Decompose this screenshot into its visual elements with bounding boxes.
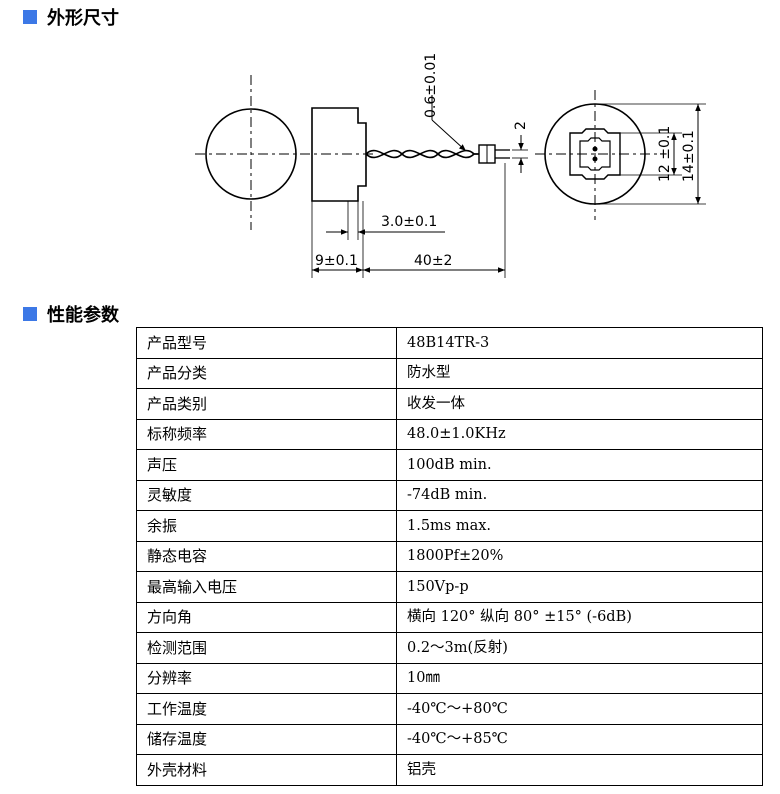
length-dimensions: 9±0.1 40±2 bbox=[311, 163, 506, 278]
outer-diameter-dimension: 14±0.1 bbox=[595, 103, 706, 205]
spec-label: 工作温度 bbox=[136, 693, 397, 725]
spec-value: 铝壳 bbox=[396, 754, 763, 786]
spec-value: 收发一体 bbox=[396, 388, 763, 420]
table-row: 方向角横向 120° 纵向 80° ±15° (-6dB) bbox=[136, 601, 763, 633]
pin-pitch-label: 2 bbox=[513, 121, 529, 130]
spec-label: 产品分类 bbox=[136, 357, 397, 389]
wire-length-label: 40±2 bbox=[414, 253, 452, 269]
spec-label: 储存温度 bbox=[136, 723, 397, 755]
pin-pitch-dimension: 2 bbox=[512, 121, 529, 173]
spec-label: 外壳材料 bbox=[136, 754, 397, 786]
spec-value: 10㎜ bbox=[396, 662, 763, 694]
spec-value: 1.5ms max. bbox=[396, 510, 763, 542]
wire-diameter-callout: 0.6±0.01 bbox=[423, 53, 467, 152]
spec-label: 检测范围 bbox=[136, 632, 397, 664]
table-row: 产品分类防水型 bbox=[136, 357, 763, 389]
side-view-body bbox=[300, 107, 375, 202]
spec-label: 静态电容 bbox=[136, 540, 397, 572]
params-title: 性能参数 bbox=[47, 305, 119, 326]
spec-value: 48B14TR-3 bbox=[396, 327, 763, 359]
front-view bbox=[195, 75, 307, 230]
spec-value: -74dB min. bbox=[396, 479, 763, 511]
spec-label: 分辨率 bbox=[136, 662, 397, 694]
table-row: 工作温度-40℃～+80℃ bbox=[136, 693, 763, 725]
spec-value: 防水型 bbox=[396, 357, 763, 389]
table-row: 灵敏度-74dB min. bbox=[136, 479, 763, 511]
spec-value: 150Vp-p bbox=[396, 571, 763, 603]
section-header-params: 性能参数 bbox=[23, 301, 119, 327]
spec-value: 48.0±1.0KHz bbox=[396, 418, 763, 450]
body-length-label: 9±0.1 bbox=[315, 253, 358, 269]
spec-label: 灵敏度 bbox=[136, 479, 397, 511]
spec-label: 最高输入电压 bbox=[136, 571, 397, 603]
inner-height-dimension: 12 ±0.1 bbox=[620, 126, 682, 182]
spec-value: 横向 120° 纵向 80° ±15° (-6dB) bbox=[396, 601, 763, 633]
inner-height-label: 12 ±0.1 bbox=[657, 126, 673, 182]
table-row: 外壳材料铝壳 bbox=[136, 754, 763, 786]
wire-diameter-label: 0.6±0.01 bbox=[423, 53, 439, 118]
spec-label: 方向角 bbox=[136, 601, 397, 633]
spec-value: 100dB min. bbox=[396, 449, 763, 481]
spec-value: 0.2～3m(反射) bbox=[396, 632, 763, 664]
section-header-dimensions: 外形尺寸 bbox=[23, 4, 119, 30]
spec-label: 产品型号 bbox=[136, 327, 397, 359]
dimensions-title: 外形尺寸 bbox=[47, 8, 119, 29]
rear-view bbox=[535, 90, 660, 220]
spec-value: -40℃～+80℃ bbox=[396, 693, 763, 725]
table-row: 储存温度-40℃～+85℃ bbox=[136, 723, 763, 755]
table-row: 产品类别收发一体 bbox=[136, 388, 763, 420]
spec-value: 1800Pf±20% bbox=[396, 540, 763, 572]
dimension-drawing: 0.6±0.01 2 12 ±0.1 14±0.1 bbox=[195, 53, 706, 278]
blue-square-icon bbox=[23, 307, 37, 321]
body-offset-dimension: 3.0±0.1 bbox=[326, 201, 445, 240]
spec-label: 声压 bbox=[136, 449, 397, 481]
spec-label: 标称频率 bbox=[136, 418, 397, 450]
spec-label: 余振 bbox=[136, 510, 397, 542]
twisted-wire bbox=[365, 144, 510, 164]
outer-diameter-label: 14±0.1 bbox=[681, 130, 697, 182]
body-offset-label: 3.0±0.1 bbox=[381, 214, 437, 230]
spec-value: -40℃～+85℃ bbox=[396, 723, 763, 755]
spec-label: 产品类别 bbox=[136, 388, 397, 420]
blue-square-icon bbox=[23, 10, 37, 24]
